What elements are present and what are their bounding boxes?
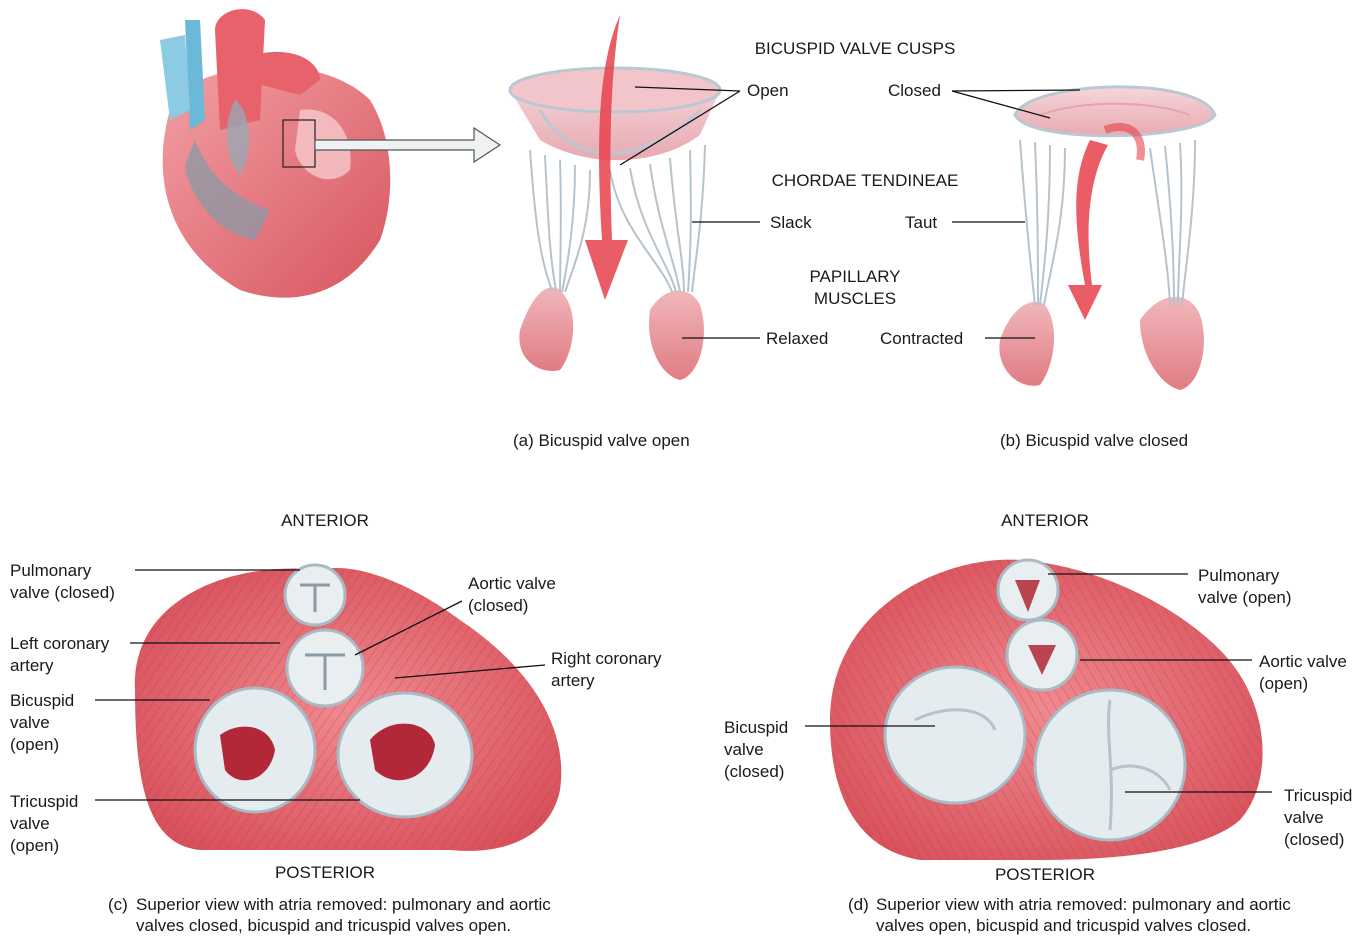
slack-label: Slack — [770, 212, 812, 234]
taut-label: Taut — [905, 212, 937, 234]
tricuspid-label-d: Tricuspid valve (closed) — [1284, 785, 1352, 851]
left-coronary-label-c: Left coronary artery — [10, 633, 109, 677]
posterior-c: POSTERIOR — [255, 862, 395, 884]
contracted-label: Contracted — [880, 328, 963, 350]
pulmonary-label-d: Pulmonary valve (open) — [1198, 565, 1292, 609]
closed-label: Closed — [888, 80, 941, 102]
relaxed-label: Relaxed — [766, 328, 828, 350]
caption-a: (a) Bicuspid valve open — [513, 430, 690, 451]
heart-thumbnail — [160, 9, 390, 298]
caption-d: Superior view with atria removed: pulmon… — [876, 894, 1291, 936]
open-label: Open — [747, 80, 789, 102]
caption-d-letter: (d) — [848, 894, 869, 915]
posterior-d: POSTERIOR — [975, 864, 1115, 886]
closed-valve-drawing — [999, 87, 1215, 390]
aortic-label-c: Aortic valve (closed) — [468, 573, 556, 617]
aortic-label-d: Aortic valve (open) — [1259, 651, 1347, 695]
caption-c-letter: (c) — [108, 894, 128, 915]
caption-c: Superior view with atria removed: pulmon… — [136, 894, 551, 936]
pulmonary-label-c: Pulmonary valve (closed) — [10, 560, 115, 604]
right-coronary-label-c: Right coronary artery — [551, 648, 662, 692]
bicuspid-label-c: Bicuspid valve (open) — [10, 690, 74, 756]
caption-b: (b) Bicuspid valve closed — [1000, 430, 1188, 451]
tricuspid-label-c: Tricuspid valve (open) — [10, 791, 78, 857]
anterior-c: ANTERIOR — [255, 510, 395, 532]
chordae-heading: CHORDAE TENDINEAE — [745, 170, 985, 192]
cusps-heading: BICUSPID VALVE CUSPS — [740, 38, 970, 60]
anterior-d: ANTERIOR — [975, 510, 1115, 532]
bicuspid-label-d: Bicuspid valve (closed) — [724, 717, 788, 783]
open-valve-drawing — [510, 15, 720, 380]
papillary-heading: PAPILLARY MUSCLES — [790, 266, 920, 310]
